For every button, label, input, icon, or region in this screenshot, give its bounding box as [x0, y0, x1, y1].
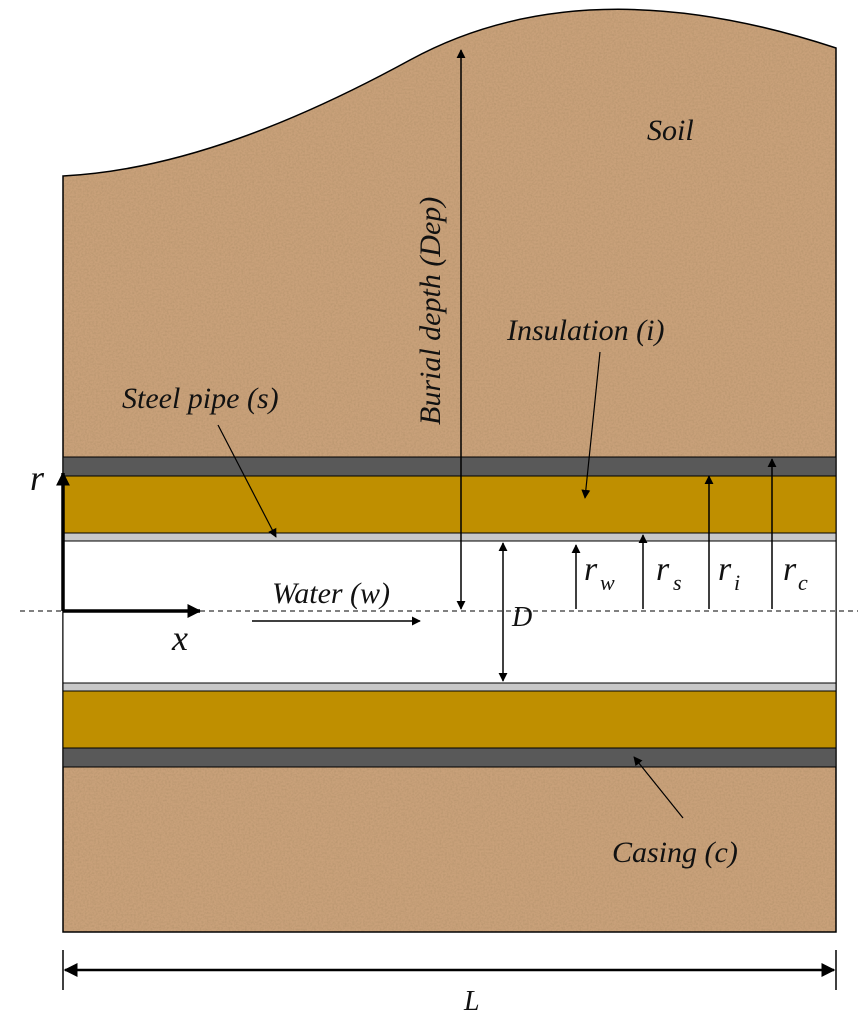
svg-text:r: r — [584, 551, 598, 588]
svg-text:r: r — [718, 551, 732, 588]
casing-label: Casing (c) — [612, 836, 738, 869]
radius-casing-label: r c — [783, 551, 808, 595]
soil-label: Soil — [647, 114, 694, 147]
radius-insulation-label: r i — [718, 551, 740, 595]
insulation-top-layer — [62, 475, 837, 534]
x-axis-label: x — [171, 618, 188, 658]
casing-bottom-layer — [62, 747, 837, 768]
svg-text:c: c — [798, 570, 808, 595]
pipe-assembly — [62, 456, 837, 768]
insulation-leader-arrow — [581, 351, 601, 499]
svg-text:s: s — [673, 570, 682, 595]
steel-pipe-leader-arrow — [217, 424, 277, 538]
steel-top-layer — [62, 532, 837, 542]
radius-water-label: r w — [584, 551, 615, 595]
insulation-bottom-layer — [62, 690, 837, 749]
burial-depth-label: Burial depth (Dep) — [414, 197, 447, 425]
casing-top-layer — [62, 456, 837, 477]
svg-text:i: i — [734, 570, 740, 595]
svg-text:w: w — [600, 570, 615, 595]
insulation-label: Insulation (i) — [506, 314, 665, 347]
r-axis-label: r — [30, 458, 45, 498]
water-label: Water (w) — [272, 577, 390, 610]
radius-steel-label: r s — [656, 551, 682, 595]
steel-bottom-layer — [62, 682, 837, 692]
svg-text:r: r — [656, 551, 670, 588]
length-label: L — [463, 986, 480, 1017]
diameter-label: D — [511, 602, 532, 633]
svg-text:r: r — [783, 551, 797, 588]
casing-leader-arrow — [633, 756, 684, 819]
steel-pipe-label: Steel pipe (s) — [122, 382, 279, 415]
